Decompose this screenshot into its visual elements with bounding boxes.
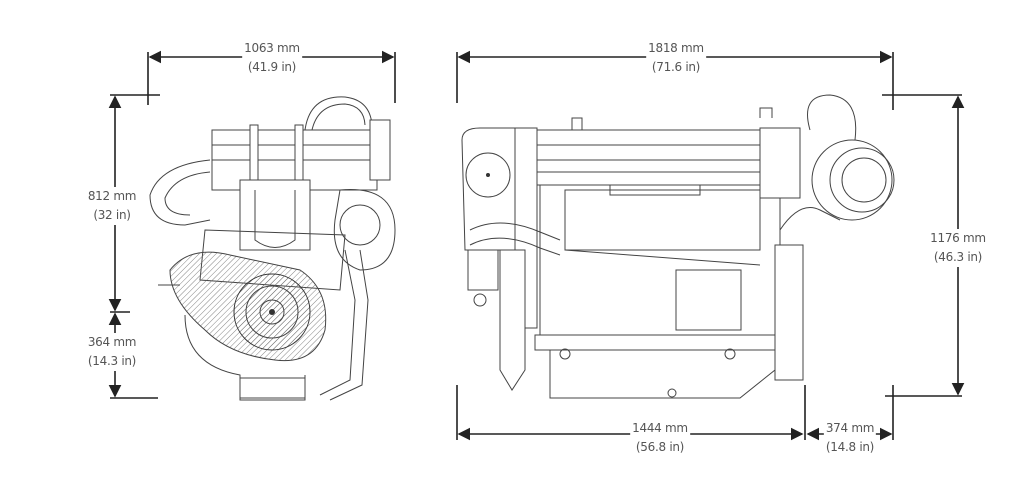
side-rear-length-in: (14.8 in)	[825, 440, 875, 454]
engine-side-view	[461, 94, 895, 399]
side-length-mm: 1818 mm	[648, 41, 704, 55]
side-front-length-in: (56.8 in)	[635, 440, 685, 454]
front-upper-height-label: 812 mm (32 in)	[85, 187, 139, 225]
front-width-in: (41.9 in)	[247, 60, 297, 74]
front-width-mm: 1063 mm	[244, 41, 300, 55]
side-height-in: (46.3 in)	[933, 250, 983, 264]
front-upper-height-in: (32 in)	[93, 208, 131, 222]
side-front-length-label: 1444 mm (56.8 in)	[630, 419, 690, 457]
front-lower-height-label: 364 mm (14.3 in)	[85, 333, 139, 371]
side-height-label: 1176 mm (46.3 in)	[928, 229, 988, 267]
front-width-label: 1063 mm (41.9 in)	[242, 39, 302, 77]
side-rear-length-mm: 374 mm	[825, 421, 875, 435]
engine-front-view	[149, 96, 396, 401]
side-length-in: (71.6 in)	[651, 60, 701, 74]
side-rear-length-label: 374 mm (14.8 in)	[823, 419, 877, 457]
side-front-length-mm: 1444 mm	[632, 421, 688, 435]
front-lower-height-mm: 364 mm	[87, 335, 137, 349]
front-upper-height-mm: 812 mm	[87, 189, 137, 203]
front-lower-height-in: (14.3 in)	[87, 354, 137, 368]
side-length-label: 1818 mm (71.6 in)	[646, 39, 706, 77]
side-height-mm: 1176 mm	[930, 231, 986, 245]
